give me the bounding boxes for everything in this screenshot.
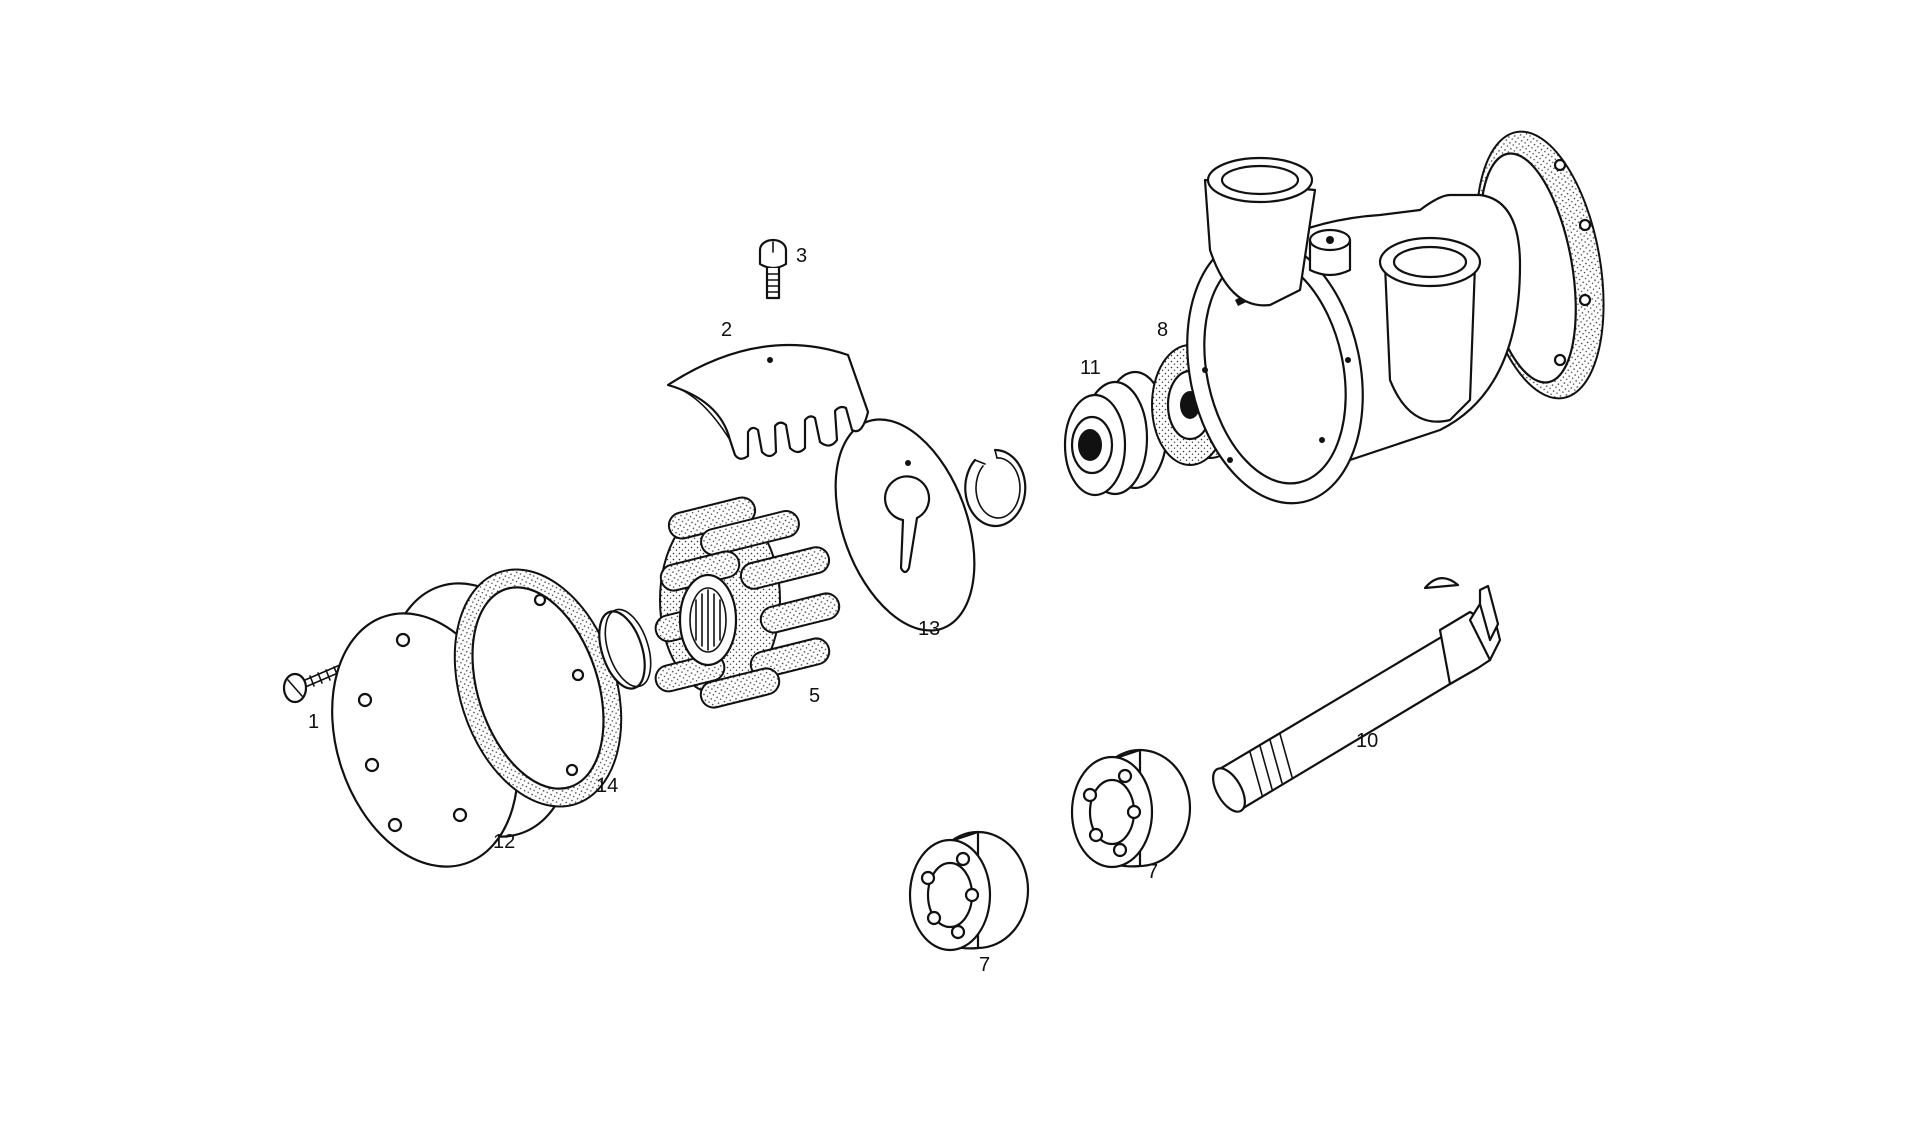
label-part-14: 14: [596, 775, 619, 797]
part-5-impeller: [654, 496, 841, 709]
part-2-cam: [666, 343, 870, 460]
part-3-cam-screw: [758, 238, 788, 300]
label-part-11: 11: [1080, 357, 1101, 379]
label-part-12: 12: [493, 831, 516, 853]
label-part-7-upper: 7: [1147, 861, 1159, 883]
label-part-7-lower: 7: [979, 954, 991, 976]
shaft-key: [1423, 577, 1460, 590]
label-part-8: 8: [1157, 319, 1169, 341]
label-part-10: 10: [1356, 730, 1379, 752]
label-part-2: 2: [721, 319, 733, 341]
label-part-1: 1: [308, 711, 320, 733]
circlip: [964, 448, 1027, 528]
part-7-bearing-lower: [908, 830, 1030, 952]
o-ring-disc: [598, 608, 652, 690]
part-13-wear-plate: [834, 418, 976, 632]
label-part-3: 3: [796, 245, 808, 267]
part-1-screw: [282, 664, 341, 704]
part-14-gasket: [453, 568, 623, 808]
part-10-shaft: [1212, 584, 1502, 813]
part-7-bearing-upper: [1070, 748, 1192, 869]
pump-housing: [1186, 130, 1605, 505]
part-11-seal: [1063, 370, 1169, 497]
label-part-5: 5: [809, 685, 821, 707]
label-part-13: 13: [918, 618, 941, 640]
